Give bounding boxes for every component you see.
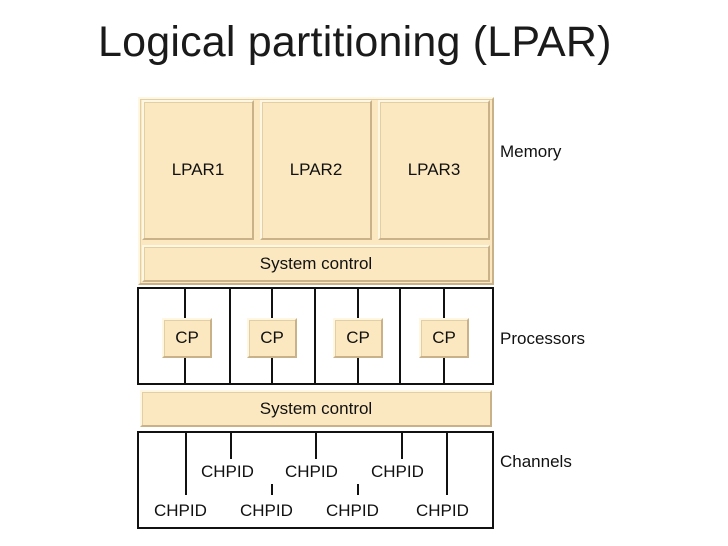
slide-title: Logical partitioning (LPAR) [98,18,612,66]
cp-box: CP [333,318,383,358]
chpid-label: CHPID [154,501,207,520]
lpar-partition-label: LPAR1 [171,160,225,179]
chpid-line [401,431,403,459]
system-control-label: System control [259,253,373,273]
chpid-line [230,431,232,459]
cp-box: CP [247,318,297,358]
chpid-label: CHPID [416,501,469,520]
memory-system-control: System control [142,245,490,282]
channels-label: Channels [500,452,572,471]
chpid-label: CHPID [326,501,379,520]
bus-system-control: System control [140,390,492,427]
cp-label: CP [175,328,199,347]
chpid-line [357,484,359,495]
cp-label: CP [260,328,284,347]
processor-divider [229,287,231,385]
lpar-partition-label: LPAR3 [407,160,461,179]
chpid-label: CHPID [240,501,293,520]
lpar-partition-label: LPAR2 [289,160,343,179]
lpar-partition-2: LPAR2 [260,100,372,240]
cp-label: CP [432,328,456,347]
chpid-line [185,431,187,495]
chpid-line [315,431,317,459]
processors-label: Processors [500,329,586,348]
system-control-label: System control [259,398,373,418]
memory-label: Memory [500,142,562,161]
lpar-partition-3: LPAR3 [378,100,490,240]
chpid-label: CHPID [201,462,254,481]
chpid-label: CHPID [371,462,424,481]
chpid-line [446,431,448,495]
cp-label: CP [346,328,370,347]
chpid-label: CHPID [285,462,338,481]
chpid-line [271,484,273,495]
cp-box: CP [419,318,469,358]
lpar-partition-1: LPAR1 [142,100,254,240]
processor-divider [314,287,316,385]
processor-divider [399,287,401,385]
cp-box: CP [162,318,212,358]
